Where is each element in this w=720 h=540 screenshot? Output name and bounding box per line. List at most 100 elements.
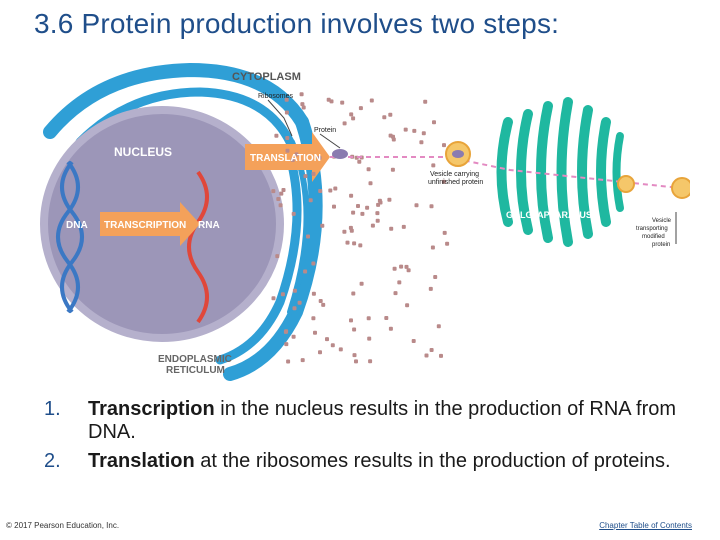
golgi-apparatus [496, 97, 624, 247]
ribosome-dot [352, 241, 357, 246]
point-text: at the ribosomes results in the producti… [194, 450, 671, 472]
ribosome-dot [369, 98, 374, 103]
ribosome-dot [366, 167, 371, 172]
ribosome-dot [423, 99, 428, 104]
ribosome-dot [445, 241, 450, 246]
ribosome-dot [300, 358, 305, 363]
ribosome-dot [303, 269, 308, 274]
ribosome-dot [365, 205, 370, 210]
ribosome-dot [429, 348, 434, 352]
ribosome-dot [338, 347, 343, 352]
ribosome-dot [419, 140, 424, 145]
ribosome-dot [275, 254, 280, 259]
ribosome-dot [382, 115, 387, 120]
ribosome-dot [291, 211, 296, 216]
ribosome-dot [433, 275, 438, 279]
protein-production-diagram: CYTOPLASM Ribosomes Protein TRANSLATION … [40, 62, 690, 381]
golgi-label: GOLGI APPARATUS [506, 210, 592, 220]
ribosome-dot [332, 204, 336, 209]
ribosome-dot [405, 303, 410, 308]
rna-label: RNA [198, 220, 220, 231]
ribosome-dot [431, 163, 436, 168]
transcription-arrow [100, 202, 200, 246]
ribosome-dot [329, 99, 334, 104]
ribosome-dot [411, 339, 416, 343]
ribosome-dot [301, 105, 306, 110]
ribosome-dot [351, 116, 356, 121]
point-list: 1. Transcription in the nucleus results … [44, 398, 694, 479]
ribosome-dot [311, 291, 316, 296]
ribosome-dot [317, 155, 322, 160]
ribosome-dot [358, 106, 363, 111]
ribosome-dot [300, 102, 305, 107]
vesicle-modified-label-line3: modified [642, 234, 665, 240]
ribosome-dot [284, 342, 289, 347]
ribosome-dot [424, 353, 429, 358]
ribosome-dot [360, 211, 365, 216]
ribosome-dot [403, 127, 408, 132]
ribosome-dot [404, 264, 409, 269]
ribosome-dot [397, 280, 402, 285]
ribosome-dot [439, 353, 443, 358]
ribosome-dot [342, 121, 347, 126]
rna-strand [187, 170, 209, 324]
ribosome-dot [388, 112, 393, 117]
vesicle-unfinished-label-line1: Vesicle carrying [430, 171, 479, 178]
ribosome-dot [308, 198, 313, 203]
ribosome-dot [358, 243, 363, 248]
ribosome-dot [348, 225, 353, 230]
ribosome-dot [342, 229, 347, 234]
ribosome-dot [388, 326, 393, 331]
ribosome-dot [354, 359, 358, 364]
ribosome-dot [320, 223, 325, 228]
transcription-label: TRANSCRIPTION [104, 220, 186, 231]
ribosome-dot [357, 159, 362, 164]
ribosome-dot [368, 181, 373, 186]
ribosome-dot [430, 245, 435, 250]
ribosome-dot [286, 359, 291, 364]
ribosome-dot [303, 174, 308, 179]
ribosome-dot [321, 302, 326, 307]
dna-helix [56, 160, 84, 314]
ribosome-dot [311, 316, 316, 321]
ribosome-dot [284, 97, 289, 102]
ribosome-dot [299, 92, 304, 97]
ribosome-dot [389, 226, 394, 231]
ribosome-dot [352, 353, 357, 358]
ribosome-dot [436, 324, 441, 329]
ribosome-dot [318, 350, 322, 355]
ribosome-dot [432, 120, 436, 125]
ribosome-dot [421, 131, 426, 136]
ribosome-dot [311, 261, 316, 266]
ribosome-dot [292, 306, 297, 311]
er-label-line2: RETICULUM [166, 365, 225, 376]
point-term: Transcription [88, 398, 215, 420]
ribosome-dot [442, 143, 446, 148]
ribosome-dot [406, 268, 411, 273]
ribosome-dot [349, 112, 354, 117]
ribosome-dot [284, 110, 289, 115]
ribosome-dot [274, 133, 279, 138]
er-label-line1: ENDOPLASMIC [158, 354, 232, 365]
golgi-vesicle [617, 175, 635, 193]
ribosome-dot [384, 316, 389, 320]
ribosome-dot [271, 296, 276, 301]
point-number: 1. [44, 398, 61, 420]
vesicle-modified-label-line4: protein [652, 242, 670, 248]
ribosome-dot [283, 329, 288, 334]
ribosome-dot [441, 179, 446, 184]
vesicle-unfinished-label-line2: unfinished protein [428, 179, 483, 186]
ribosome-dot [392, 266, 397, 271]
ribosome-dot [290, 157, 295, 162]
ribosome-dot [414, 203, 419, 208]
unfinished-protein-icon [452, 150, 464, 158]
point-text: in the nucleus results in the production… [88, 398, 677, 443]
copyright-notice: © 2017 Pearson Education, Inc. [6, 521, 120, 530]
point-item: 1. Transcription in the nucleus results … [44, 398, 694, 444]
nucleus-label: NUCLEUS [114, 145, 172, 159]
chapter-table-of-contents-link[interactable]: Chapter Table of Contents [599, 521, 692, 530]
ribosome-dot [370, 223, 375, 228]
ribosome-dot [359, 281, 364, 286]
ribosome-dot [278, 203, 283, 208]
protein-label: Protein [314, 127, 336, 134]
